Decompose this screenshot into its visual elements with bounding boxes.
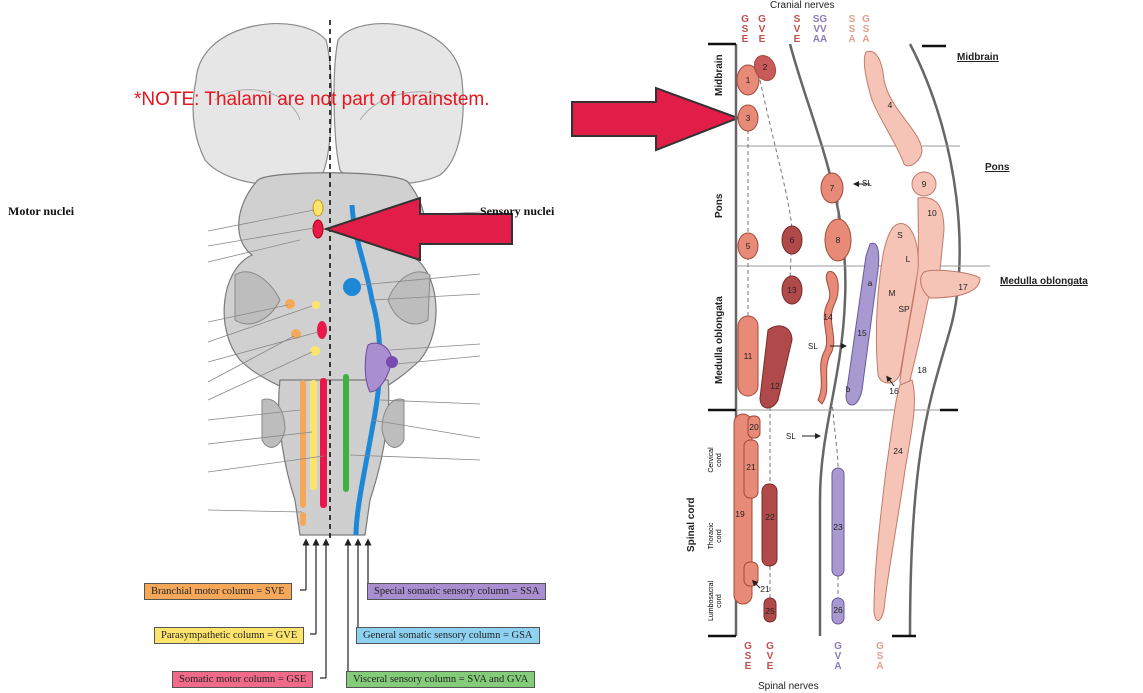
nucleus-number-21: 21 bbox=[760, 584, 770, 594]
top-column-letter: S bbox=[794, 14, 801, 25]
region-label-pons: Pons bbox=[714, 193, 725, 218]
bottom-column-letter: G bbox=[744, 641, 752, 652]
nucleus-number-7: 7 bbox=[830, 183, 835, 193]
region-label-spinal-cord: Spinal cord bbox=[686, 498, 697, 552]
bottom-column-letter: A bbox=[876, 661, 883, 672]
nucleus-number-15: 15 bbox=[857, 328, 867, 338]
nucleus-number-9: 9 bbox=[922, 179, 927, 189]
subregion-letter-a: a bbox=[868, 278, 873, 288]
spinal-sub-lumbosacral: Lumbosacral cord bbox=[708, 580, 723, 622]
nucleus-number-4: 4 bbox=[888, 100, 893, 110]
top-column-letter: E bbox=[759, 34, 766, 45]
top-column-letter: S bbox=[849, 14, 856, 25]
nucleus-number-8: 8 bbox=[836, 235, 841, 245]
leader-lines bbox=[207, 209, 481, 513]
nucleus-number-1: 1 bbox=[746, 75, 751, 85]
nucleus-number-18: 18 bbox=[917, 365, 927, 375]
top-column-letter: G bbox=[862, 14, 870, 25]
nucleus-number-26: 26 bbox=[833, 605, 843, 615]
region-right-medulla: Medulla oblongata bbox=[1000, 276, 1088, 287]
bottom-column-letter: V bbox=[835, 651, 842, 662]
spinal-sub-cervical: Cervical cord bbox=[708, 447, 723, 473]
bottom-column-letter: G bbox=[876, 641, 884, 652]
top-column-letter: AA bbox=[813, 34, 827, 45]
nucleus-number-25: 25 bbox=[765, 606, 775, 616]
bottom-column-letter: S bbox=[745, 651, 752, 662]
nucleus-number-24: 24 bbox=[893, 446, 903, 456]
nucleus-number-17: 17 bbox=[958, 282, 968, 292]
motor-nuclei-heading: Motor nuclei bbox=[8, 204, 75, 218]
bottom-column-letter: S bbox=[877, 651, 884, 662]
legend-special-somatic-sensory: Special somatic sensory column = SSA bbox=[367, 583, 547, 600]
column-schematic: Midbrain Pons Medulla oblongata Spinal c… bbox=[686, 42, 990, 638]
top-column-letter: V bbox=[759, 24, 766, 35]
top-column-letter: S bbox=[849, 24, 856, 35]
top-column-letter: VV bbox=[813, 24, 827, 35]
nucleus-number-23: 23 bbox=[833, 522, 843, 532]
red-arrow-left bbox=[322, 196, 513, 262]
top-column-letter: V bbox=[794, 24, 801, 35]
top-column-letter: SG bbox=[813, 14, 828, 25]
subregion-letters: a b S L MSP bbox=[846, 230, 911, 394]
top-column-letter: G bbox=[758, 14, 766, 25]
nucleus-number-11: 11 bbox=[744, 351, 753, 361]
region-right-midbrain: Midbrain bbox=[957, 52, 999, 63]
top-column-letter: A bbox=[848, 34, 855, 45]
sl-label-1: SL bbox=[862, 179, 872, 188]
subregion-letter-b: b bbox=[846, 384, 851, 394]
nucleus-number-19: 19 bbox=[735, 509, 745, 519]
thalami-note: *NOTE: Thalami are not part of brainstem… bbox=[134, 89, 490, 110]
nucleus-number-21: 21 bbox=[746, 462, 756, 472]
brainstem-illustration bbox=[192, 23, 464, 536]
bottom-column-letter: E bbox=[745, 661, 752, 672]
spinal-nerves-title: Spinal nerves bbox=[758, 681, 819, 692]
bottom-column-letter: G bbox=[766, 641, 774, 652]
legend-parasympathetic: Parasympathetic column = GVE bbox=[154, 627, 305, 644]
nucleus-number-12: 12 bbox=[770, 381, 780, 391]
bottom-column-letter: A bbox=[834, 661, 841, 672]
legend-arrows bbox=[300, 538, 372, 679]
nucleus-number-13: 13 bbox=[787, 285, 797, 295]
top-column-letter: E bbox=[794, 34, 801, 45]
bottom-column-letter: G bbox=[834, 641, 842, 652]
bottom-column-letter: E bbox=[767, 661, 774, 672]
region-right-pons: Pons bbox=[985, 162, 1010, 173]
nucleus-number-6: 6 bbox=[790, 235, 795, 245]
legend-general-somatic-sensory: General somatic sensory column = GSA bbox=[356, 627, 540, 644]
top-column-letter: S bbox=[863, 24, 870, 35]
legend-branchial-motor: Branchial motor column = SVE bbox=[144, 583, 292, 600]
subregion-letter-l: L bbox=[906, 254, 911, 264]
spinal-sub-thoracic: Thoracic cord bbox=[708, 522, 723, 550]
sensory-nuclei bbox=[343, 204, 398, 536]
legend-somatic-motor: Somatic motor column = GSE bbox=[172, 671, 314, 688]
motor-nuclei bbox=[285, 199, 327, 526]
cranial-nerves-title: Cranial nerves bbox=[770, 0, 835, 11]
sl-label-3: SL bbox=[786, 432, 796, 441]
sensory-nuclei-heading: Sensory nuclei bbox=[480, 204, 555, 218]
nucleus-number-2: 2 bbox=[763, 62, 768, 72]
subregion-letter-s: S bbox=[897, 230, 903, 240]
region-label-medulla: Medulla oblongata bbox=[714, 296, 725, 384]
nucleus-numbers: 1234567891011121314151617181920212122232… bbox=[735, 62, 968, 616]
nucleus-number-10: 10 bbox=[927, 208, 937, 218]
nucleus-number-3: 3 bbox=[746, 113, 751, 123]
region-label-midbrain: Midbrain bbox=[714, 54, 725, 96]
top-column-letter: E bbox=[742, 34, 749, 45]
bottom-column-letter: V bbox=[767, 651, 774, 662]
red-arrow-right bbox=[571, 86, 741, 152]
legend-visceral-sensory: Visceral sensory column = SVA and GVA bbox=[346, 671, 536, 688]
nucleus-number-14: 14 bbox=[823, 312, 833, 322]
top-column-letter: A bbox=[862, 34, 869, 45]
sl-label-2: SL bbox=[808, 342, 818, 351]
nucleus-number-5: 5 bbox=[746, 241, 751, 251]
nucleus-number-16: 16 bbox=[889, 386, 899, 396]
subregion-letter-m: M bbox=[888, 288, 895, 298]
top-column-letter: G bbox=[741, 14, 749, 25]
nucleus-number-22: 22 bbox=[765, 512, 775, 522]
nucleus-number-20: 20 bbox=[749, 422, 759, 432]
subregion-letter-sp: SP bbox=[898, 304, 910, 314]
top-column-letter: S bbox=[742, 24, 749, 35]
